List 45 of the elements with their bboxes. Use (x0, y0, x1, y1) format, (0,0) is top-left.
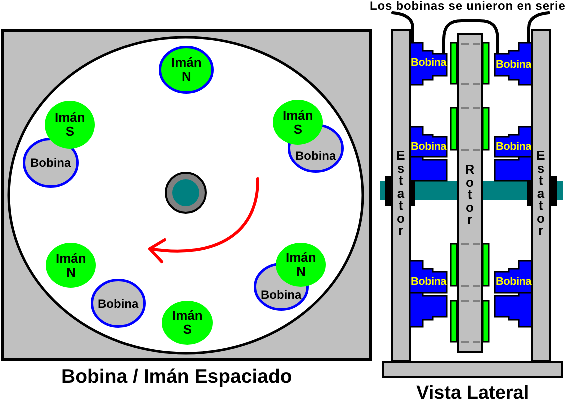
magnet-disc (46, 243, 96, 288)
panel-caption: Vista Lateral (416, 384, 530, 402)
magnet-disc (276, 243, 326, 287)
coil-label: Bobina (296, 149, 336, 163)
coil-block (495, 261, 532, 327)
base-plate (382, 361, 563, 378)
coil-label: Bobina (496, 140, 532, 154)
magnet-disc (159, 46, 214, 94)
connecting-wire (528, 12, 550, 44)
pole-label: Imán S (55, 111, 86, 139)
coil-circle (23, 138, 79, 188)
coil-block (410, 127, 447, 181)
coil-block (410, 43, 447, 85)
magnet-disc (45, 101, 95, 149)
note-text: Los bobinas se unieron en serie (370, 0, 566, 13)
connecting-wire (442, 20, 500, 56)
coil-label: Bobina (261, 288, 302, 302)
stator-label: Estator (396, 150, 406, 238)
coil-circle (288, 124, 344, 173)
coil-circle (254, 263, 309, 311)
coil-circle (91, 279, 146, 328)
coil-label: Bobina (411, 276, 446, 288)
stator-bar (391, 29, 411, 362)
coil-label: Bobina (496, 58, 532, 72)
pole-label: Imán N (286, 251, 316, 279)
pole-label: Imán N (172, 56, 202, 84)
stator-label: Estator (536, 150, 546, 238)
coil-block (495, 127, 532, 181)
coil-label: Bobina (496, 276, 532, 288)
coil-label: Bobina (411, 56, 446, 70)
coil-label: Bobina (411, 140, 446, 154)
coil-block (410, 261, 447, 327)
magnet-disc (273, 100, 323, 145)
rotor-label: Rotor (465, 164, 475, 226)
coil-block (495, 43, 532, 85)
pole-label: Imán S (283, 108, 314, 136)
panel-caption: Bobina / Imán Espaciado (62, 368, 292, 387)
stator-bar (531, 29, 551, 362)
connecting-wire (392, 12, 414, 44)
coil-label: Bobina (98, 296, 139, 310)
rotor-bar (457, 33, 483, 353)
pole-label: Imán S (172, 309, 203, 337)
magnet-disc (162, 301, 213, 345)
coil-label: Bobina (30, 156, 72, 170)
pole-label: Imán N (56, 252, 86, 280)
